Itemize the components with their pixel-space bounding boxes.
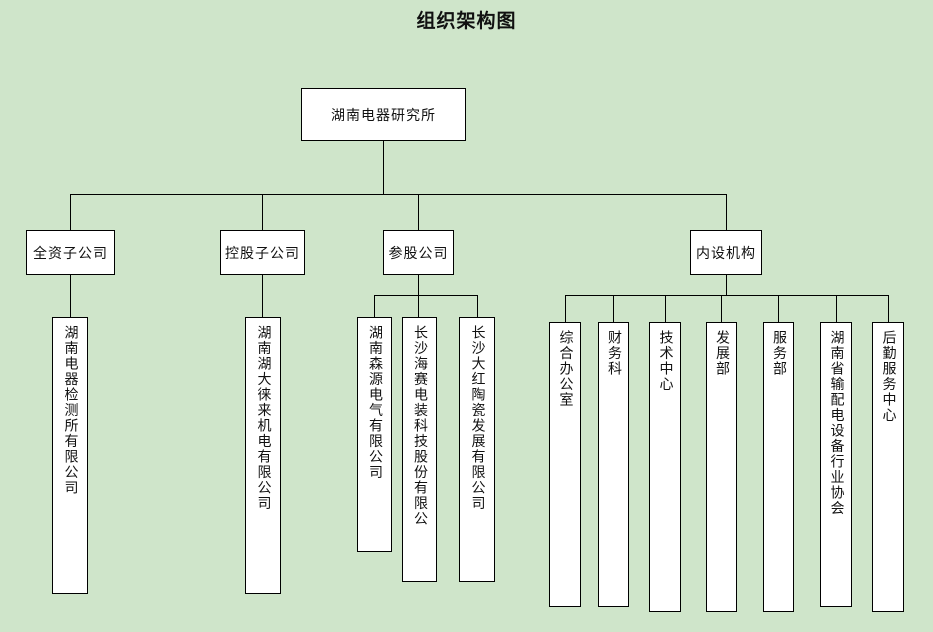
node-internal-departments[interactable]: 内设机构 bbox=[690, 230, 762, 275]
node-leaf-label: 湖南湖大徕来机电有限公司 bbox=[255, 325, 272, 511]
node-leaf-finance-section[interactable]: 财务科 bbox=[598, 322, 629, 607]
node-holding-subsidiaries[interactable]: 控股子公司 bbox=[220, 230, 305, 275]
connector-drop-holding bbox=[262, 194, 263, 230]
connector-internal-drop-4 bbox=[721, 295, 722, 322]
connector-internal-bus bbox=[565, 295, 889, 296]
node-leaf-development-department[interactable]: 发展部 bbox=[706, 322, 737, 612]
connector-drop-wholly-owned bbox=[70, 194, 71, 230]
node-equity-companies[interactable]: 参股公司 bbox=[383, 230, 454, 275]
node-wholly-owned-subsidiaries[interactable]: 全资子公司 bbox=[26, 230, 115, 275]
connector-root-stem bbox=[383, 141, 384, 194]
node-leaf-label: 湖南省输配电设备行业协会 bbox=[828, 330, 845, 516]
connector-equity-bus bbox=[374, 295, 477, 296]
connector-drop-equity bbox=[418, 194, 419, 230]
node-leaf-label: 服务部 bbox=[771, 330, 788, 377]
node-leaf-hunan-senyuan-electric[interactable]: 湖南森源电气有限公司 bbox=[357, 317, 392, 552]
connector-equity-drop-3 bbox=[477, 295, 478, 317]
connector-equity-stem bbox=[418, 275, 419, 295]
node-leaf-hunan-hudalailai-electromechanical[interactable]: 湖南湖大徕来机电有限公司 bbox=[245, 317, 281, 594]
connector-internal-drop-7 bbox=[888, 295, 889, 322]
node-root[interactable]: 湖南电器研究所 bbox=[301, 88, 466, 141]
node-leaf-label: 湖南电器检测所有限公司 bbox=[62, 325, 79, 496]
node-leaf-changsha-haisai-electric-equipment[interactable]: 长沙海赛电装科技股份有限公 bbox=[402, 317, 437, 582]
node-leaf-general-office[interactable]: 综合办公室 bbox=[549, 322, 581, 607]
node-internal-label: 内设机构 bbox=[696, 245, 756, 262]
node-leaf-logistics-service-center[interactable]: 后勤服务中心 bbox=[872, 322, 904, 612]
node-leaf-label: 技术中心 bbox=[657, 330, 674, 392]
connector-internal-stem bbox=[726, 275, 727, 295]
connector-wholly-owned-to-leaf bbox=[70, 275, 71, 317]
connector-internal-drop-2 bbox=[613, 295, 614, 322]
node-root-label: 湖南电器研究所 bbox=[331, 107, 436, 124]
connector-holding-to-leaf bbox=[262, 275, 263, 317]
node-leaf-label: 湖南森源电气有限公司 bbox=[367, 325, 384, 480]
connector-internal-drop-5 bbox=[778, 295, 779, 322]
connector-drop-internal bbox=[726, 194, 727, 230]
connector-level1-bus bbox=[70, 194, 727, 195]
node-leaf-label: 长沙大红陶瓷发展有限公司 bbox=[469, 325, 486, 511]
page-title: 组织架构图 bbox=[416, 10, 517, 32]
connector-equity-drop-1 bbox=[374, 295, 375, 317]
node-leaf-service-department[interactable]: 服务部 bbox=[763, 322, 794, 612]
connector-internal-drop-3 bbox=[665, 295, 666, 322]
node-leaf-changsha-dahong-ceramics[interactable]: 长沙大红陶瓷发展有限公司 bbox=[459, 317, 495, 582]
node-wholly-owned-label: 全资子公司 bbox=[33, 245, 108, 262]
node-holding-label: 控股子公司 bbox=[225, 245, 300, 262]
node-equity-label: 参股公司 bbox=[388, 245, 449, 262]
node-leaf-hunan-electric-testing[interactable]: 湖南电器检测所有限公司 bbox=[52, 317, 88, 594]
connector-internal-drop-1 bbox=[565, 295, 566, 322]
node-leaf-technology-center[interactable]: 技术中心 bbox=[649, 322, 681, 612]
node-leaf-label: 发展部 bbox=[714, 330, 731, 377]
node-leaf-hunan-power-equipment-association[interactable]: 湖南省输配电设备行业协会 bbox=[820, 322, 852, 607]
connector-internal-drop-6 bbox=[836, 295, 837, 322]
node-leaf-label: 后勤服务中心 bbox=[880, 330, 897, 423]
node-leaf-label: 长沙海赛电装科技股份有限公 bbox=[412, 325, 429, 527]
node-leaf-label: 财务科 bbox=[606, 330, 623, 377]
connector-equity-drop-2 bbox=[418, 295, 419, 317]
node-leaf-label: 综合办公室 bbox=[557, 330, 574, 408]
